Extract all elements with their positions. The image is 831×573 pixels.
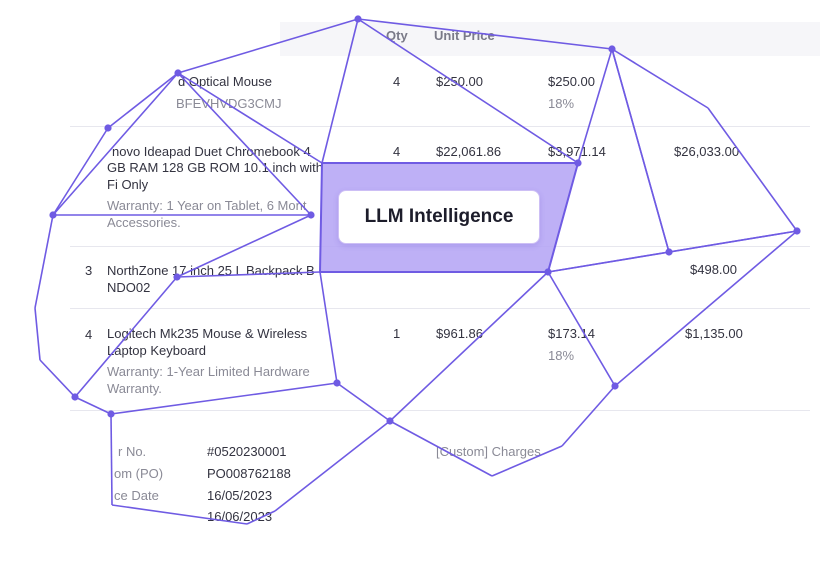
- row2-sub-line1: Warranty: 1 Year on Tablet, 6 Mont: [107, 198, 307, 213]
- row1-tax-pct: 18%: [548, 96, 575, 111]
- mesh-edge: [52, 127, 109, 216]
- llm-intelligence-badge: LLM Intelligence: [338, 190, 540, 244]
- mesh-edge: [52, 72, 179, 216]
- mesh-node: [174, 69, 182, 77]
- mesh-node: [665, 248, 673, 256]
- row4-sub-line2: Warranty.: [107, 381, 162, 396]
- mesh-edge: [176, 214, 312, 278]
- mesh-nodes: [49, 15, 801, 425]
- mesh-edge: [107, 72, 179, 129]
- row2-name-line3: Fi Only: [107, 177, 149, 192]
- mesh-edge: [611, 48, 670, 253]
- meta-label-0: r No.: [118, 444, 147, 459]
- mesh-edge: [177, 72, 312, 216]
- mesh-node: [793, 227, 801, 235]
- row3-total: $498.00: [690, 262, 737, 277]
- header-unit-price: Unit Price: [434, 28, 495, 43]
- mesh-edge: [111, 504, 248, 525]
- row4-tax-pct: 18%: [548, 348, 575, 363]
- mesh-edge: [319, 271, 338, 384]
- mesh-node: [574, 159, 582, 167]
- row4-sub-line1: Warranty: 1-Year Limited Hardware: [107, 364, 310, 379]
- meta-label-1: om (PO): [114, 466, 164, 481]
- mesh-edge: [614, 230, 798, 387]
- mesh-node: [173, 273, 181, 281]
- mesh-edge: [177, 18, 359, 74]
- row2-qty: 4: [393, 144, 401, 159]
- row3-num: 3: [85, 263, 93, 278]
- mesh-edge: [274, 420, 391, 512]
- mesh-edge: [707, 107, 798, 232]
- meta-value-1: PO008762188: [207, 466, 291, 481]
- mesh-edge: [389, 420, 493, 477]
- row2-name-line1: novo Ideapad Duet Chromebook 4: [112, 144, 311, 159]
- row4-total: $1,135.00: [685, 326, 743, 341]
- mesh-edge: [357, 18, 613, 50]
- row-divider: [70, 126, 810, 127]
- mesh-edge: [176, 271, 321, 278]
- row4-name-line2: Laptop Keyboard: [107, 343, 207, 358]
- mesh-node: [354, 15, 362, 23]
- meta-value-0: #0520230001: [207, 444, 287, 459]
- mesh-edge: [561, 385, 616, 447]
- charges-label: [Custom] Charges: [436, 444, 541, 459]
- mesh-edge: [39, 359, 76, 398]
- row-divider: [70, 308, 810, 309]
- mesh-edge: [389, 271, 549, 422]
- mesh-edge: [321, 18, 359, 164]
- mesh-node: [544, 268, 552, 276]
- badge-label: LLM Intelligence: [364, 206, 514, 227]
- mesh-edge: [577, 48, 613, 164]
- mesh-edge: [547, 271, 616, 387]
- row2-tax: $3,971.14: [548, 144, 606, 159]
- mesh-node: [104, 124, 112, 132]
- mesh-edge: [547, 251, 670, 273]
- row4-num: 4: [85, 327, 93, 342]
- mesh-node: [608, 45, 616, 53]
- row1-qty: 4: [393, 74, 401, 89]
- mesh-edge: [110, 413, 113, 506]
- mesh-node: [49, 211, 57, 219]
- row4-qty: 1: [393, 326, 401, 341]
- mesh-node: [307, 211, 315, 219]
- mesh-edge: [246, 510, 276, 525]
- mesh-edges: [34, 18, 798, 525]
- meta-label-2: ce Date: [114, 488, 159, 503]
- mesh-node: [107, 410, 115, 418]
- mesh-edge: [491, 445, 563, 477]
- mesh-edge: [357, 18, 579, 164]
- row-divider: [70, 410, 810, 411]
- mesh-edge: [34, 214, 54, 309]
- mesh-edge: [74, 276, 178, 398]
- row2-unit-price: $22,061.86: [436, 144, 502, 159]
- row4-unit-price: $961.86: [436, 326, 483, 341]
- mesh-edge: [110, 382, 338, 415]
- row4-tax: $173.14: [548, 326, 595, 341]
- row3-name-line2: NDO02: [107, 280, 151, 295]
- row1-tax: $250.00: [548, 74, 595, 89]
- header-qty: Qty: [386, 28, 408, 43]
- meta-value-2: 16/05/2023: [207, 488, 273, 503]
- row1-name: d Optical Mouse: [178, 74, 272, 89]
- mesh-edge: [336, 382, 391, 422]
- mesh-edge: [177, 72, 323, 164]
- mesh-edge: [611, 48, 709, 109]
- mesh-node: [386, 417, 394, 425]
- mesh-node: [611, 382, 619, 390]
- mesh-node: [333, 379, 341, 387]
- row4-name-line1: Logitech Mk235 Mouse & Wireless: [107, 326, 308, 341]
- mesh-node: [71, 393, 79, 401]
- row2-sub-line2: Accessories.: [107, 215, 181, 230]
- mesh-edge: [34, 307, 41, 361]
- mesh-edge: [74, 396, 112, 415]
- row2-total: $26,033.00: [674, 144, 740, 159]
